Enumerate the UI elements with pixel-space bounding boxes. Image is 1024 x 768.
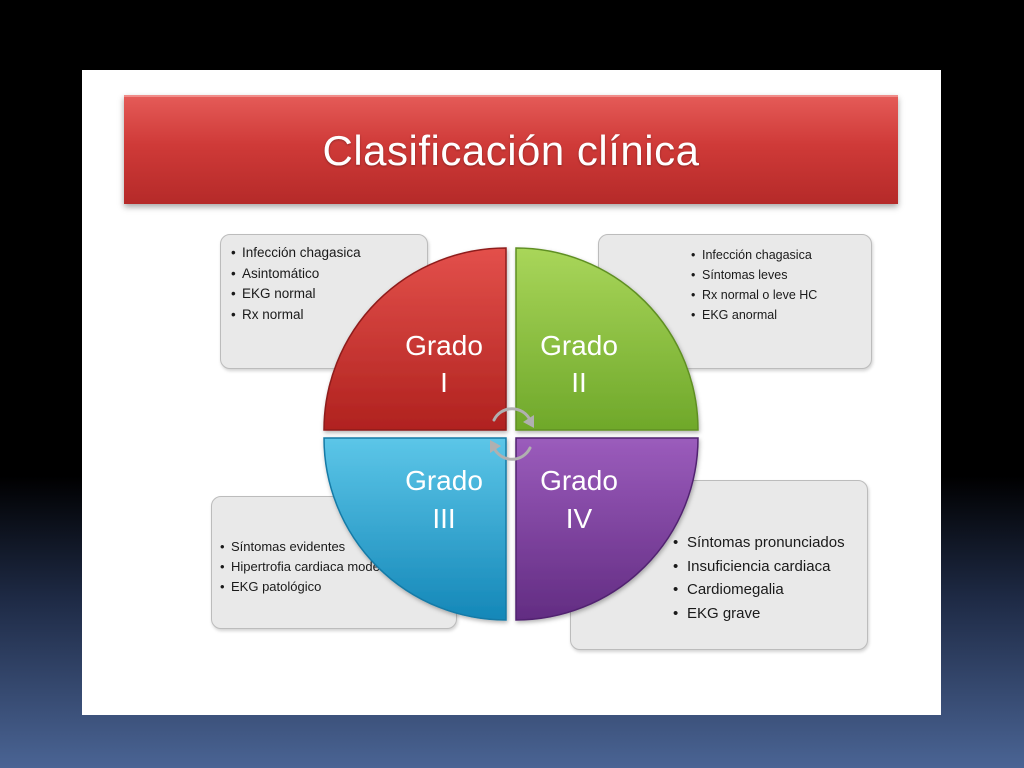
quadrant-3-numeral: III (432, 503, 455, 534)
cycle-arrows-icon (490, 407, 534, 461)
box-1-item: EKG normal (231, 284, 417, 305)
box-3-item: Hipertrofia cardiaca moderada (220, 557, 446, 577)
box-1-item: Rx normal (231, 305, 417, 326)
quadrant-1-numeral: I (440, 367, 448, 398)
quadrant-grado-3 (323, 437, 507, 621)
quadrant-grado-2 (515, 247, 699, 431)
box-2-item: Infección chagasica (691, 245, 859, 265)
box-4-item: EKG grave (673, 602, 857, 626)
slide-title: Clasificación clínica (322, 126, 700, 174)
box-4-item: Insuficiencia cardiaca (673, 555, 857, 579)
quadrant-4-numeral: IV (566, 503, 593, 534)
grade-circle-diagram: Grado I Grado II Grado III Grado IV (323, 247, 699, 621)
box-4-item: Síntomas pronunciados (673, 531, 857, 555)
quadrant-2-numeral: II (571, 367, 587, 398)
box-2-item: Síntomas leves (691, 265, 859, 285)
box-1-item: Infección chagasica (231, 243, 417, 264)
quadrant-3-label: Grado (405, 465, 483, 496)
quadrant-2-label: Grado (540, 330, 618, 361)
box-3-item: EKG patológico (220, 577, 446, 597)
title-banner: Clasificación clínica (124, 95, 898, 204)
quadrant-4-label: Grado (540, 465, 618, 496)
box-1-item: Asintomático (231, 264, 417, 285)
quadrant-grado-4 (515, 437, 699, 621)
box-2-item: EKG anormal (691, 305, 859, 325)
quadrant-grado-1 (323, 247, 507, 431)
slide: Clasificación clínica Infección chagasic… (82, 70, 941, 715)
box-2-item: Rx normal o leve HC (691, 285, 859, 305)
box-3-item: Síntomas evidentes (220, 537, 446, 557)
quadrant-1-label: Grado (405, 330, 483, 361)
box-4-item: Cardiomegalia (673, 578, 857, 602)
